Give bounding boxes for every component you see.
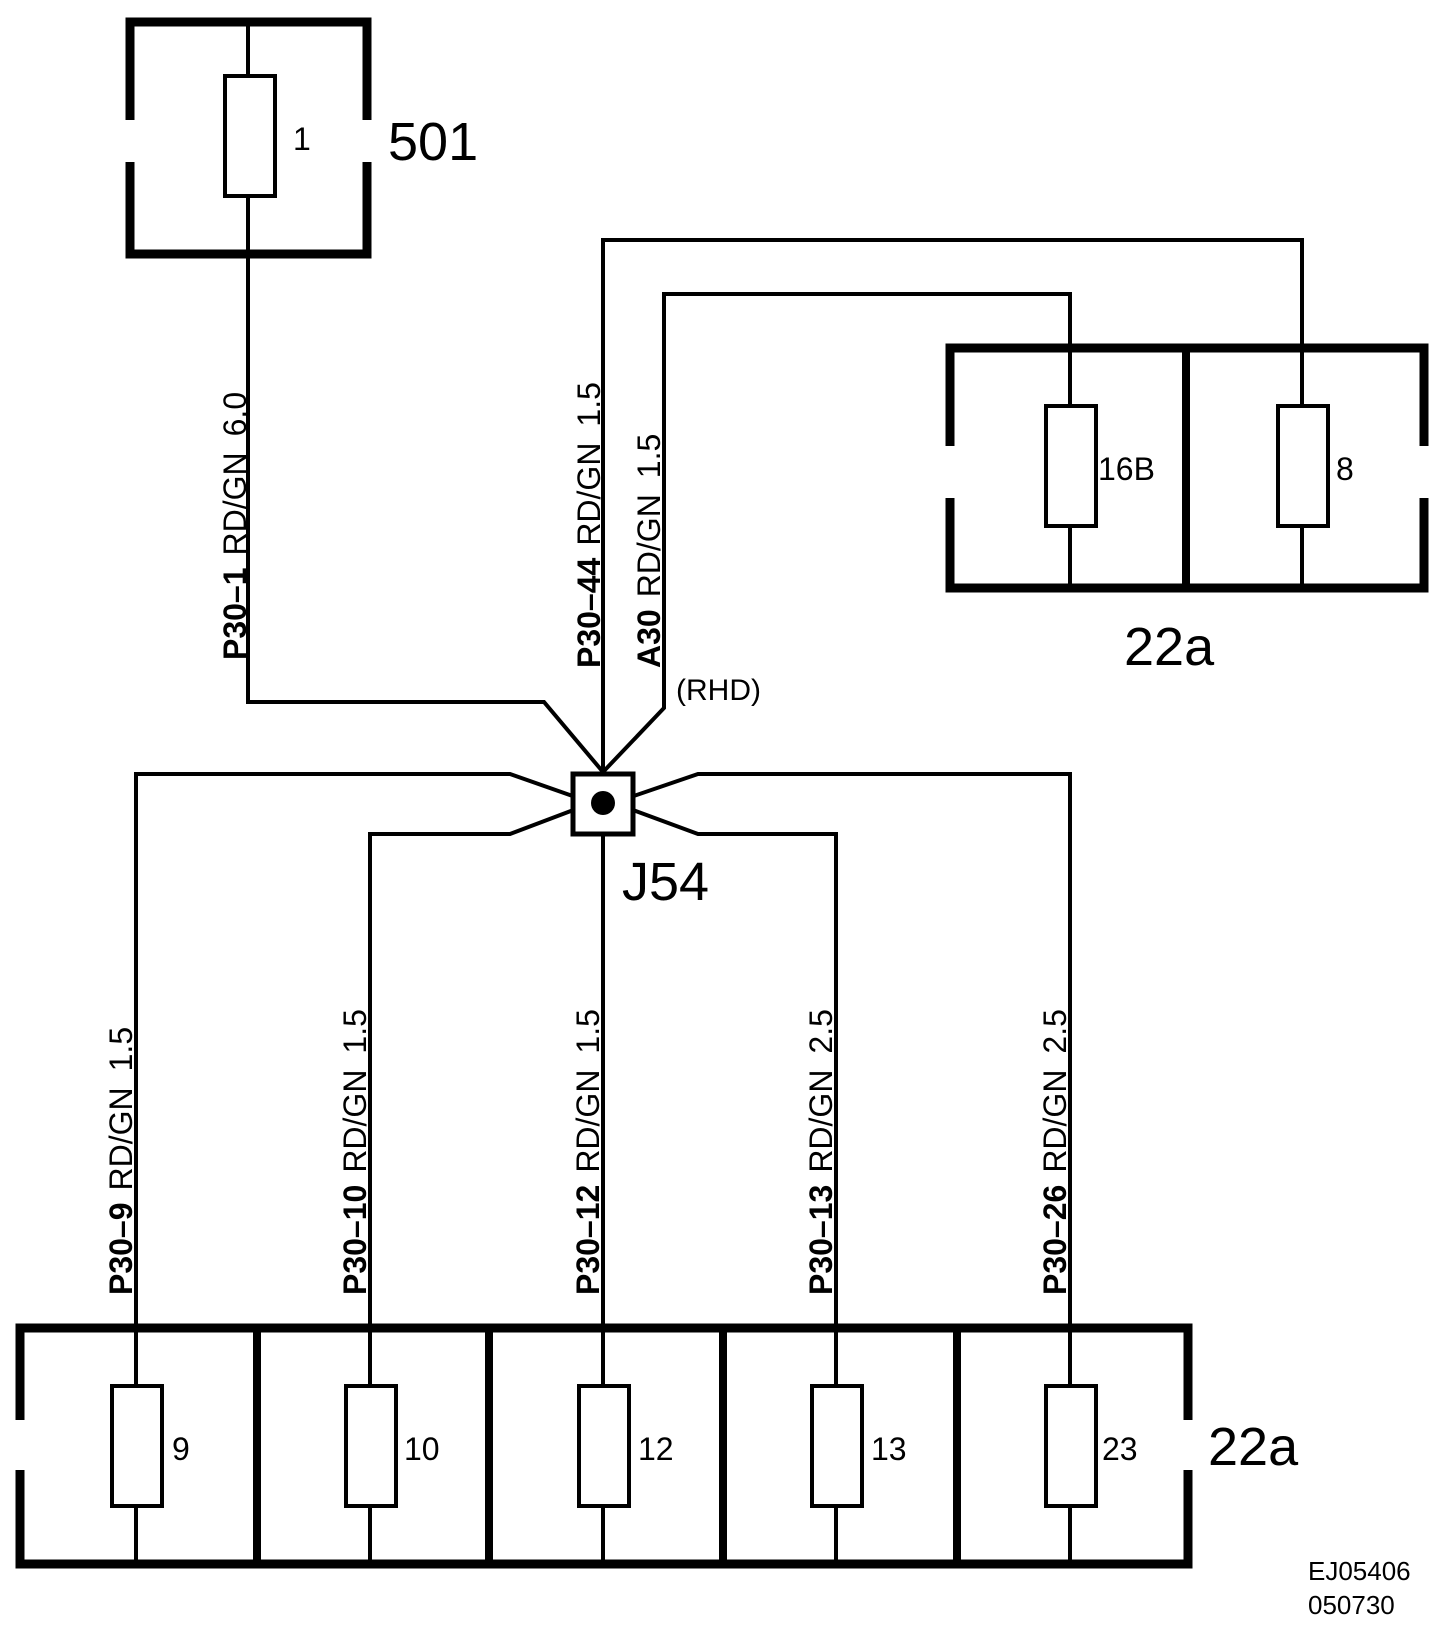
reference-date: 050730 [1308,1590,1395,1620]
fuse-9 [110,1384,164,1508]
wire-size: 1.5 [631,434,667,478]
svg-text:P30–10RD/GN1.5: P30–10 RD/GN 1.5 [337,1009,373,1295]
wire-label-a30: A30 RD/GN 1.5 [631,434,667,668]
fuse-23 [1044,1384,1098,1508]
rhd-note: (RHD) [676,674,761,707]
wire-color: RD/GN [217,452,253,555]
wire-code: P30–44 [571,557,607,668]
fuse-23-label: 23 [1102,1431,1138,1467]
wire-routes [134,238,1304,1332]
fuse-8 [1276,404,1330,528]
component-22a-bottom-label: 22a [1208,1417,1299,1477]
svg-text:P30–9RD/GN1.5: P30–9 RD/GN 1.5 [103,1027,139,1295]
wire-code: P30–26 [1037,1185,1073,1295]
component-501-label: 501 [388,112,478,172]
wire-color: RD/GN [570,1070,606,1173]
wire-label-p30-1: P30–1 RD/GN 6.0 [217,392,253,660]
svg-text:P30–1RD/GN6.0: P30–1 RD/GN 6.0 [217,392,253,660]
wire-code: A30 [631,609,667,668]
wire-code: P30–10 [337,1185,373,1295]
wire-color: RD/GN [631,494,667,597]
junction-dot [591,791,615,815]
wire-label-p30-13: P30–13 RD/GN 2.5 [803,1009,839,1295]
svg-text:P30–44RD/GN1.5: P30–44 RD/GN 1.5 [571,382,607,668]
wire-label-p30-44: P30–44 RD/GN 1.5 [571,382,607,668]
fuse-1-label: 1 [293,121,311,157]
component-22a-bottom: 9 10 12 13 23 22a [14,1323,1299,1569]
component-22a-top: 16B 8 22a [944,343,1430,677]
fuse-10 [344,1384,398,1508]
wire-code: P30–13 [803,1185,839,1295]
fuse-13 [810,1384,864,1508]
wire-color: RD/GN [103,1087,139,1190]
fuse-10-label: 10 [404,1431,440,1467]
component-501: 1 501 [124,17,478,259]
wire-color: RD/GN [803,1070,839,1173]
wire-label-p30-26: P30–26 RD/GN 2.5 [1037,1009,1073,1295]
wire-size: 2.5 [1037,1009,1073,1053]
wire-code: P30–1 [217,567,253,660]
wire-code: P30–12 [570,1185,606,1295]
fuse-16b [1044,404,1098,528]
wire-color: RD/GN [1037,1070,1073,1173]
svg-text:A30RD/GN1.5: A30 RD/GN 1.5 [631,434,667,668]
junction-j54: J54 [570,771,709,912]
fuse-13-label: 13 [871,1431,907,1467]
wire-size: 1.5 [571,382,607,426]
fuse-16b-label: 16B [1098,451,1155,487]
wire-size: 6.0 [217,392,253,436]
svg-text:P30–26RD/GN2.5: P30–26 RD/GN 2.5 [1037,1009,1073,1295]
wire-size: 1.5 [337,1009,373,1053]
wire-size: 2.5 [803,1009,839,1053]
wire-label-p30-12: P30–12 RD/GN 1.5 [570,1009,606,1295]
component-22a-top-label: 22a [1124,617,1215,677]
wire-size: 1.5 [570,1009,606,1053]
wire-label-p30-9: P30–9 RD/GN 1.5 [103,1027,139,1295]
wire-size: 1.5 [103,1027,139,1071]
wire-code: P30–9 [103,1202,139,1295]
fuse-12 [577,1384,631,1508]
fuse-1 [223,74,277,198]
fuse-8-label: 8 [1336,451,1354,487]
fuse-9-label: 9 [172,1431,190,1467]
wire-label-p30-10: P30–10 RD/GN 1.5 [337,1009,373,1295]
wire-color: RD/GN [337,1070,373,1173]
fuse-12-label: 12 [638,1431,674,1467]
svg-text:P30–13RD/GN2.5: P30–13 RD/GN 2.5 [803,1009,839,1295]
reference-code: EJ05406 [1308,1556,1411,1586]
wire-color: RD/GN [571,443,607,546]
svg-text:P30–12RD/GN1.5: P30–12 RD/GN 1.5 [570,1009,606,1295]
junction-j54-label: J54 [622,852,709,912]
